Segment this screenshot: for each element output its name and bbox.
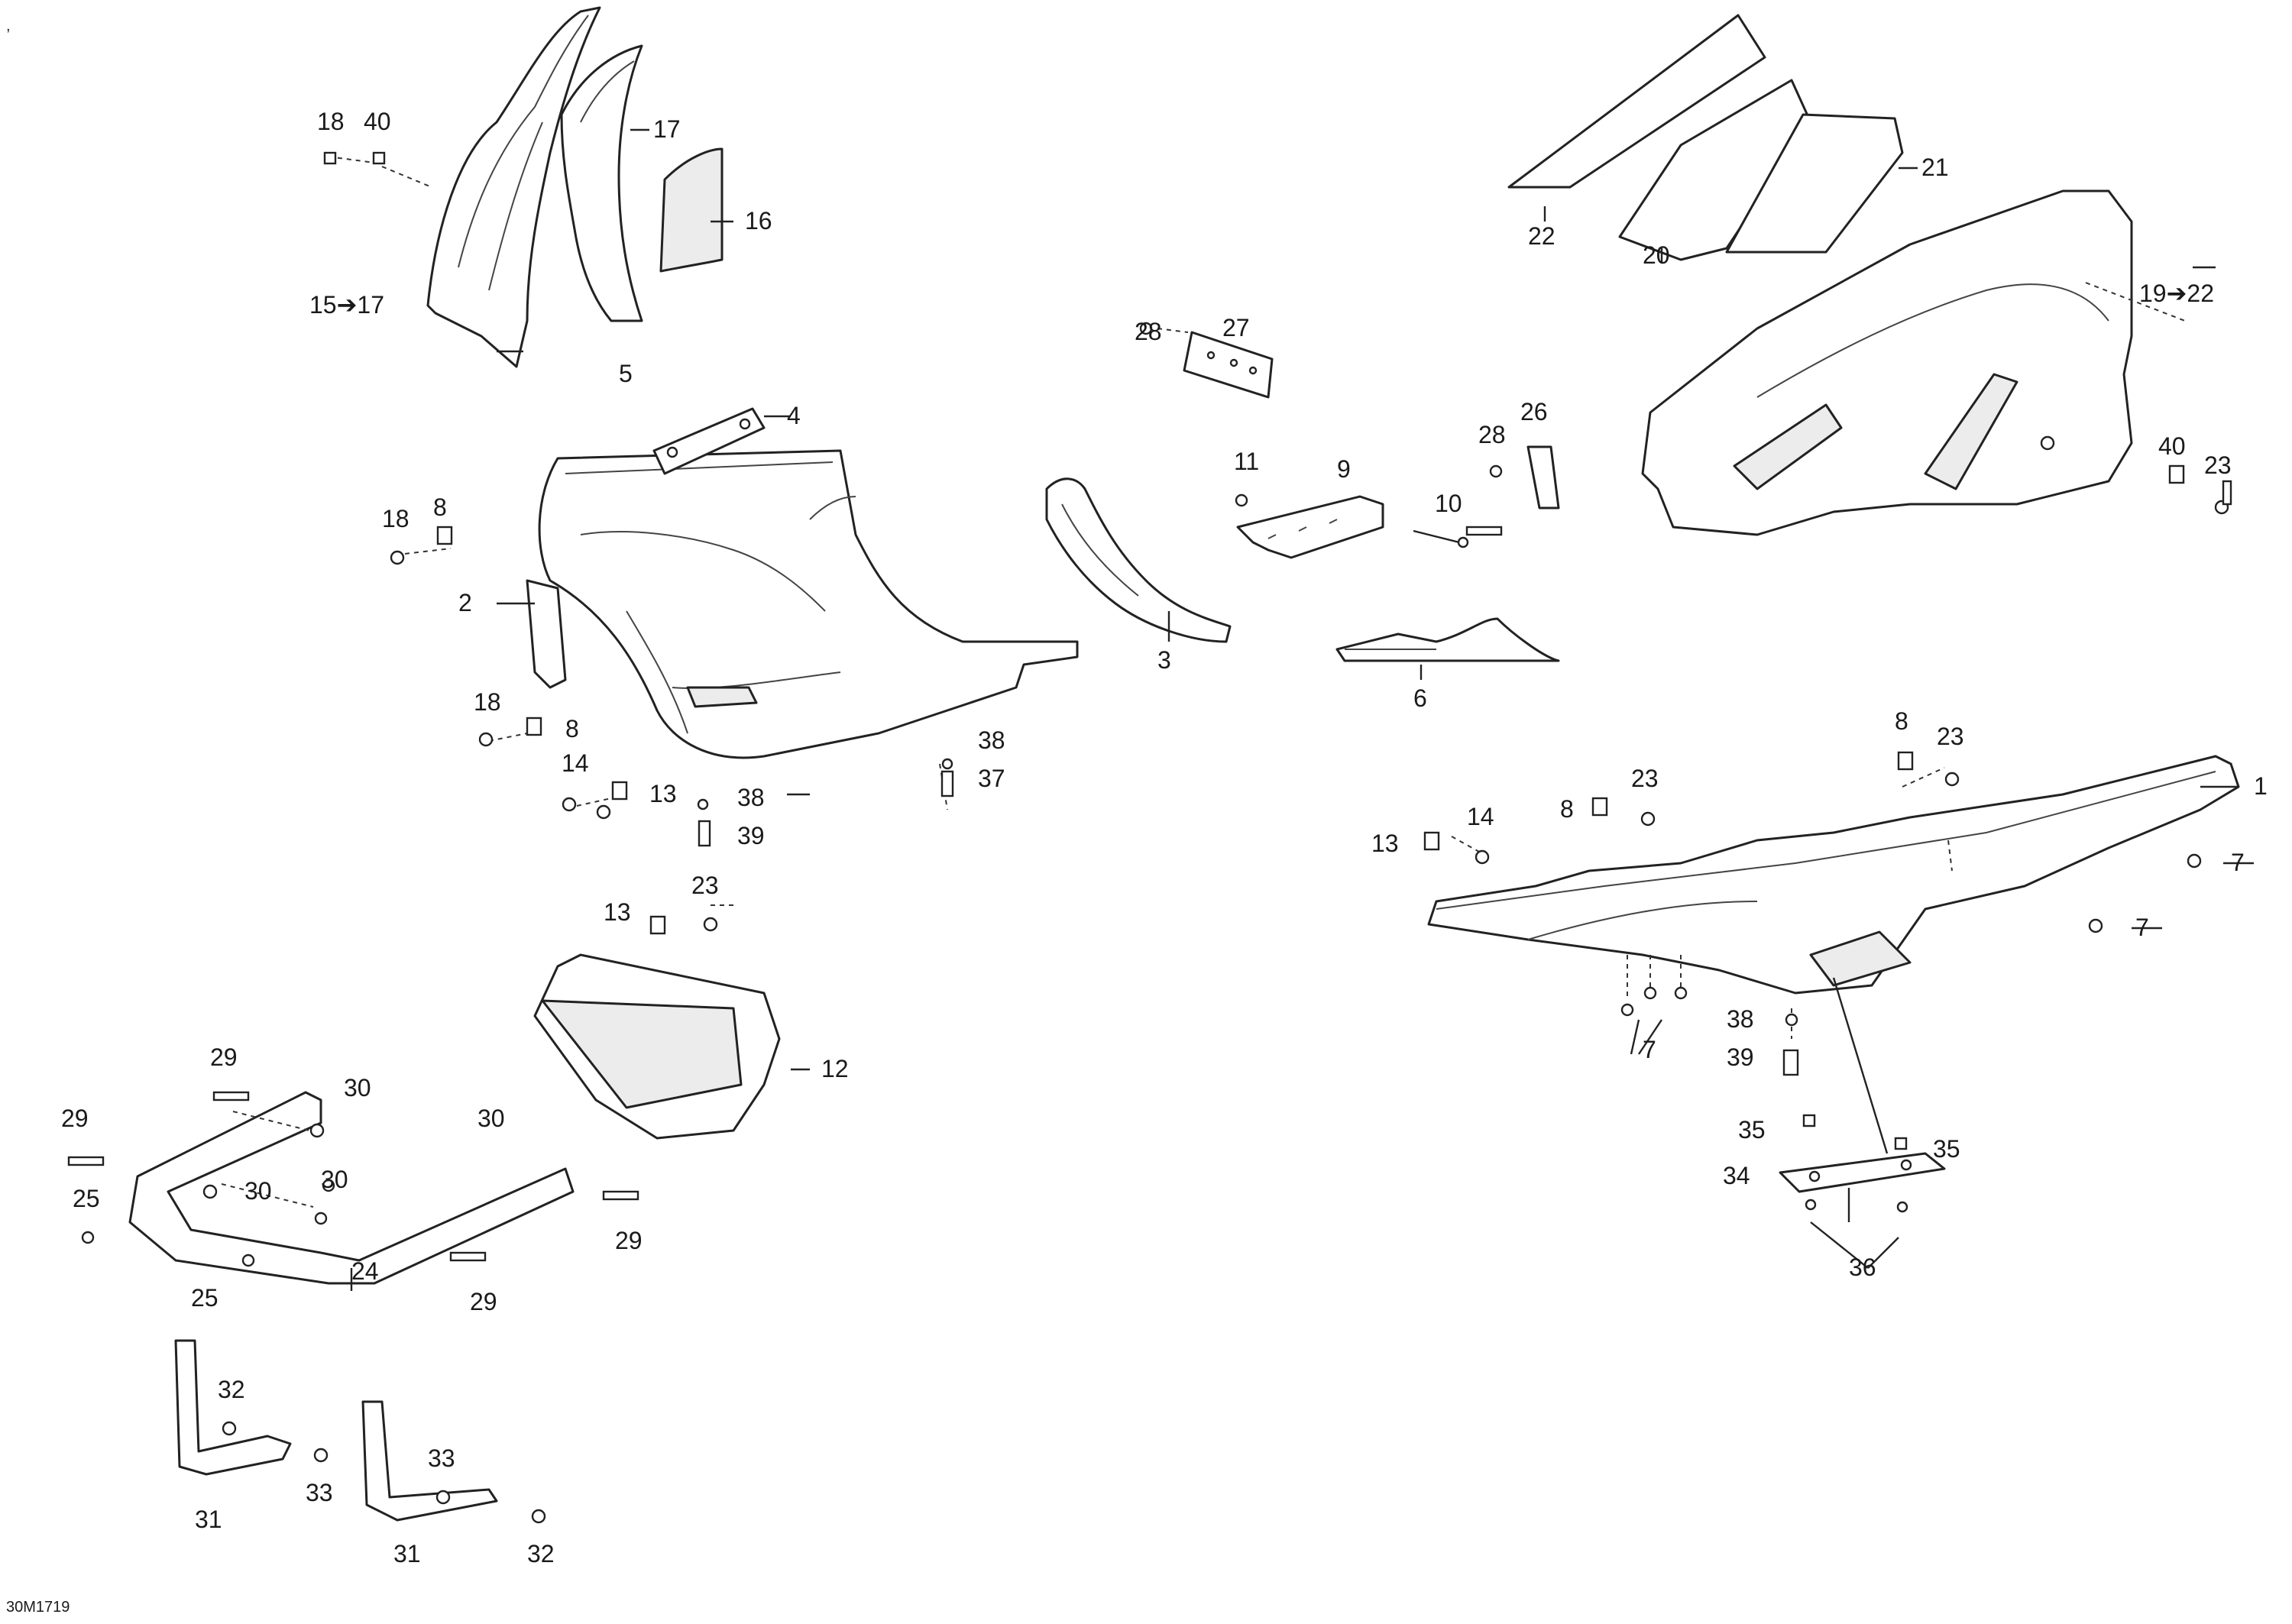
label-39a: 39: [737, 822, 765, 849]
label-31a: 31: [195, 1506, 222, 1533]
label-30d: 30: [321, 1166, 348, 1193]
bracket-9: [1235, 493, 1469, 559]
label-29b: 29: [61, 1105, 89, 1132]
side-fairing-19: [1641, 189, 2133, 536]
label-38b: 38: [737, 784, 765, 811]
label-14a: 14: [562, 749, 589, 777]
label-30a: 30: [344, 1074, 371, 1102]
callout-labels: , 30M1719 1 2 3 4 5 6 7 7 7 8 8 8 8 9 10…: [6, 18, 2268, 1616]
label-18b: 18: [382, 505, 410, 532]
label-31b: 31: [393, 1540, 421, 1567]
label-8a: 8: [433, 493, 447, 521]
label-8d: 8: [1895, 707, 1908, 735]
label-13c: 13: [1371, 830, 1399, 857]
support-6: [1335, 617, 1560, 662]
label-16: 16: [745, 207, 772, 235]
label-20: 20: [1643, 241, 1670, 269]
label-35b: 35: [1933, 1135, 1960, 1163]
label-18a: 18: [317, 108, 345, 135]
label-38a: 38: [978, 726, 1005, 754]
label-29a: 29: [210, 1043, 238, 1071]
label-3: 3: [1157, 646, 1171, 674]
plate-34: [1779, 1152, 1946, 1193]
label-5: 5: [619, 360, 633, 387]
side-panel-assembly-15-17: [426, 6, 724, 368]
label-40b: 40: [2158, 432, 2186, 460]
label-13a: 13: [649, 780, 677, 807]
decal-21: [1725, 113, 1904, 254]
label-8c: 8: [1560, 795, 1574, 823]
label-15-17: 15➔17: [309, 291, 384, 319]
front-lower-panel-2: [526, 449, 1079, 759]
label-4: 4: [787, 402, 801, 429]
deflector-3: [1045, 477, 1232, 643]
label-28b: 28: [1478, 421, 1506, 448]
bracket-26: [1526, 445, 1560, 510]
label-25a: 25: [73, 1185, 100, 1212]
label-12: 12: [821, 1055, 849, 1082]
label-27: 27: [1222, 314, 1250, 341]
label-10: 10: [1435, 490, 1462, 517]
bumper-24: [128, 1091, 575, 1285]
label-39b: 39: [1727, 1043, 1754, 1071]
label-24: 24: [351, 1257, 379, 1285]
label-7a: 7: [2231, 849, 2245, 876]
label-33b: 33: [428, 1444, 455, 1472]
bracket-31a: [174, 1339, 292, 1476]
label-33a: 33: [306, 1479, 333, 1506]
label-22: 22: [1528, 222, 1556, 250]
label-26: 26: [1520, 398, 1548, 425]
corner-mark: ,: [6, 18, 11, 34]
label-23a: 23: [691, 872, 719, 899]
label-2: 2: [458, 589, 472, 616]
label-30b: 30: [244, 1177, 272, 1205]
label-18c: 18: [474, 688, 501, 716]
bracket-27: [1183, 331, 1274, 399]
label-36: 36: [1849, 1254, 1876, 1281]
label-9: 9: [1337, 455, 1351, 483]
label-29d: 29: [470, 1288, 497, 1315]
label-35a: 35: [1738, 1116, 1766, 1144]
label-11: 11: [1234, 448, 1259, 475]
label-7b: 7: [2135, 914, 2149, 941]
drawing-code: 30M1719: [6, 1599, 70, 1616]
nut-28a: [1139, 322, 1153, 335]
label-6: 6: [1413, 684, 1427, 712]
label-23d: 23: [2204, 451, 2232, 479]
label-1: 1: [2254, 772, 2268, 800]
fastener-hardware: [67, 151, 2232, 1524]
nut-28b: [1489, 464, 1503, 478]
lower-side-panel-1: [1427, 755, 2240, 995]
bracket-31b: [361, 1400, 498, 1522]
label-38c: 38: [1727, 1005, 1754, 1033]
label-28a: 28: [1135, 318, 1162, 345]
label-17: 17: [653, 115, 681, 143]
label-14b: 14: [1467, 803, 1494, 830]
front-grille-12: [533, 953, 781, 1140]
label-13b: 13: [604, 898, 631, 926]
label-37: 37: [978, 765, 1005, 792]
label-32a: 32: [218, 1376, 245, 1403]
label-21: 21: [1921, 154, 1949, 181]
label-29c: 29: [615, 1227, 643, 1254]
label-30c: 30: [478, 1105, 505, 1132]
leader-lines: [350, 128, 2254, 1291]
label-40a: 40: [364, 108, 391, 135]
dashed-fastener-lines: [221, 156, 2186, 1208]
label-23b: 23: [1631, 765, 1659, 792]
label-32b: 32: [527, 1540, 555, 1567]
label-25b: 25: [191, 1284, 219, 1312]
label-7c: 7: [1643, 1036, 1656, 1063]
label-8b: 8: [565, 715, 579, 742]
label-23c: 23: [1937, 723, 1964, 750]
label-34: 34: [1723, 1162, 1750, 1189]
plate-4: [652, 407, 766, 475]
decal-22: [1507, 14, 1766, 189]
label-19-22: 19➔22: [2139, 280, 2214, 307]
